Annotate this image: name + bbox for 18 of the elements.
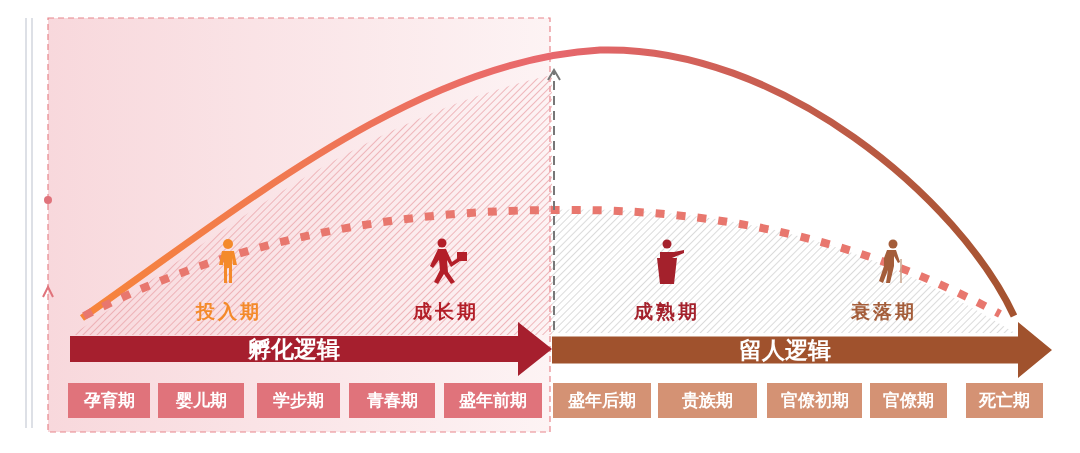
phase-label: 投入期	[196, 299, 262, 324]
logic-band	[552, 322, 1052, 378]
logic-band	[70, 322, 552, 376]
stage-box: 孕育期	[68, 383, 150, 418]
stage-box: 盛年前期	[444, 383, 542, 418]
stage-box: 学步期	[257, 383, 340, 418]
stage-box: 盛年后期	[553, 383, 651, 418]
stage-box: 贵族期	[658, 383, 757, 418]
stage-box: 官僚期	[870, 383, 947, 418]
stage-box: 青春期	[349, 383, 435, 418]
stage-box: 婴儿期	[158, 383, 244, 418]
stage-box: 官僚初期	[767, 383, 862, 418]
phase-label: 衰落期	[851, 299, 917, 324]
stage-box: 死亡期	[966, 383, 1043, 418]
arrow-label: 留人逻辑	[739, 335, 831, 365]
phase-label: 成长期	[413, 299, 479, 324]
arrow-label: 孵化逻辑	[248, 334, 340, 364]
phase-label: 成熟期	[634, 299, 700, 324]
